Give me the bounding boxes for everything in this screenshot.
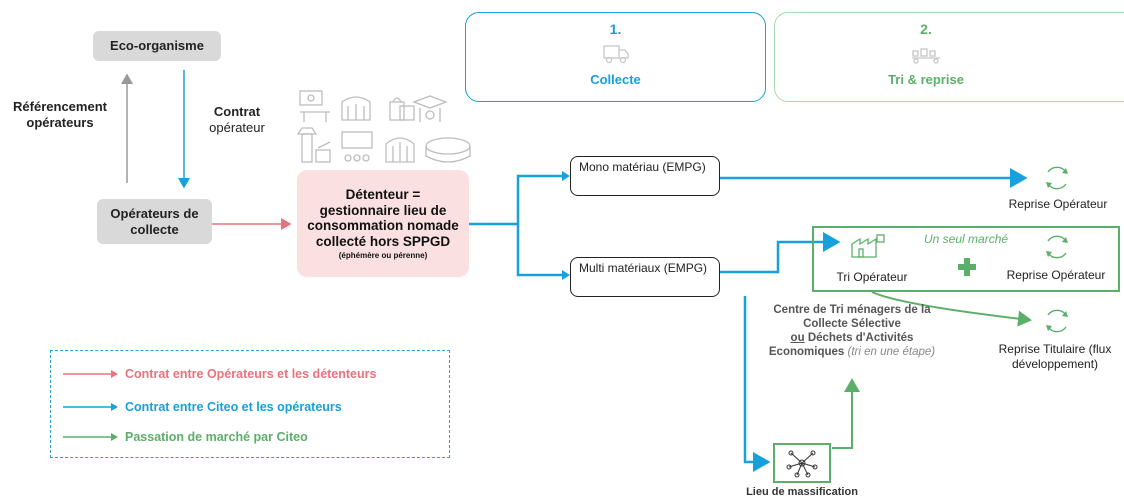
recycle-icon [1046,309,1068,333]
tri-to-titulaire [871,291,1032,327]
tri-operateur-label: Tri Opérateur [836,270,908,284]
sorting-conveyor-icon [912,48,940,64]
venue-icons [296,90,471,163]
legend-text: Passation de marché par Citeo [125,430,308,444]
centre-tri-italic: (tri en une étape) [847,346,936,358]
step-collecte: 1. Collecte [465,12,766,102]
centre-tri-line2: Déchets d'Activités Economiques [768,332,914,358]
shopping-bags-icon [389,97,415,121]
arena-icon [385,137,415,163]
step-number: 1. [609,21,622,37]
step-label: Collecte [590,72,641,87]
legend-box: Contrat entre Opérateurs et les détenteu… [50,350,450,458]
massification-label: Lieu de massification [746,486,858,498]
office-desk-icon [299,90,330,122]
eco-organisme-box: Eco-organisme [93,31,221,61]
reprise-operateur-label: Reprise Opérateur [1006,268,1106,282]
reprise-titulaire-label: Reprise Titulaire (flux développement) [998,342,1112,371]
step-number: 2. [920,21,932,37]
legend-item-green: Passation de marché par Citeo [63,430,308,444]
un-seul-marche-label: Un seul marché [924,232,1009,246]
plus-icon [958,258,976,276]
legend-text: Contrat entre Opérateurs et les détenteu… [125,367,377,381]
stadium-icon [341,96,371,121]
centre-tri-line1: Centre de Tri ménagers de la Collecte Sé… [773,304,931,330]
network-hub-icon [786,450,818,478]
centre-tri-label: Centre de Tri ménagers de la Collecte Sé… [752,303,952,359]
detenteur-sub-text: (éphémère ou pérenne) [338,251,428,260]
legend-arrow [63,433,118,441]
centre-tri-ou: ou [790,332,805,344]
detenteur-main-text: Détenteur = gestionnaire lieu de consomm… [307,187,459,249]
multi-to-massification [743,296,771,472]
massification-box [773,443,831,483]
legend-item-blue: Contrat entre Citeo et les opérateurs [63,400,342,414]
contrat-label: Contrat opérateur [209,104,265,135]
legend-arrow [63,370,118,378]
airport-icon [296,127,331,163]
recycle-icon [1046,166,1068,190]
operateurs-collecte-box: Opérateurs de collecte [97,199,212,244]
step-label: Tri & reprise [888,72,964,87]
massification-to-centre [832,378,860,449]
legend-text: Contrat entre Citeo et les opérateurs [125,400,342,414]
factory-icon [851,234,885,258]
legend-arrow [63,403,118,411]
reprise-operateur-label: Reprise Opérateur [1008,197,1108,211]
theater-icon [341,131,373,162]
mono-materiau-box: Mono matériau (EMPG) [570,156,720,196]
legend-item-pink: Contrat entre Opérateurs et les détenteu… [63,367,376,381]
carousel-icon [412,95,448,122]
recycle-icon [1046,235,1068,259]
un-seul-marche-box: Un seul marché Tri Opérateur Reprise Opé… [812,226,1120,292]
multi-to-tri [720,232,841,274]
multi-materiaux-box: Multi matériaux (EMPG) [570,257,720,297]
referencement-label: Référencement opérateurs [13,99,107,130]
split-line [469,174,562,277]
racetrack-icon [425,137,471,163]
step-tri-reprise: 2. Tri & reprise [774,12,1124,102]
detenteur-box: Détenteur = gestionnaire lieu de consomm… [297,170,469,277]
truck-icon [602,45,629,64]
